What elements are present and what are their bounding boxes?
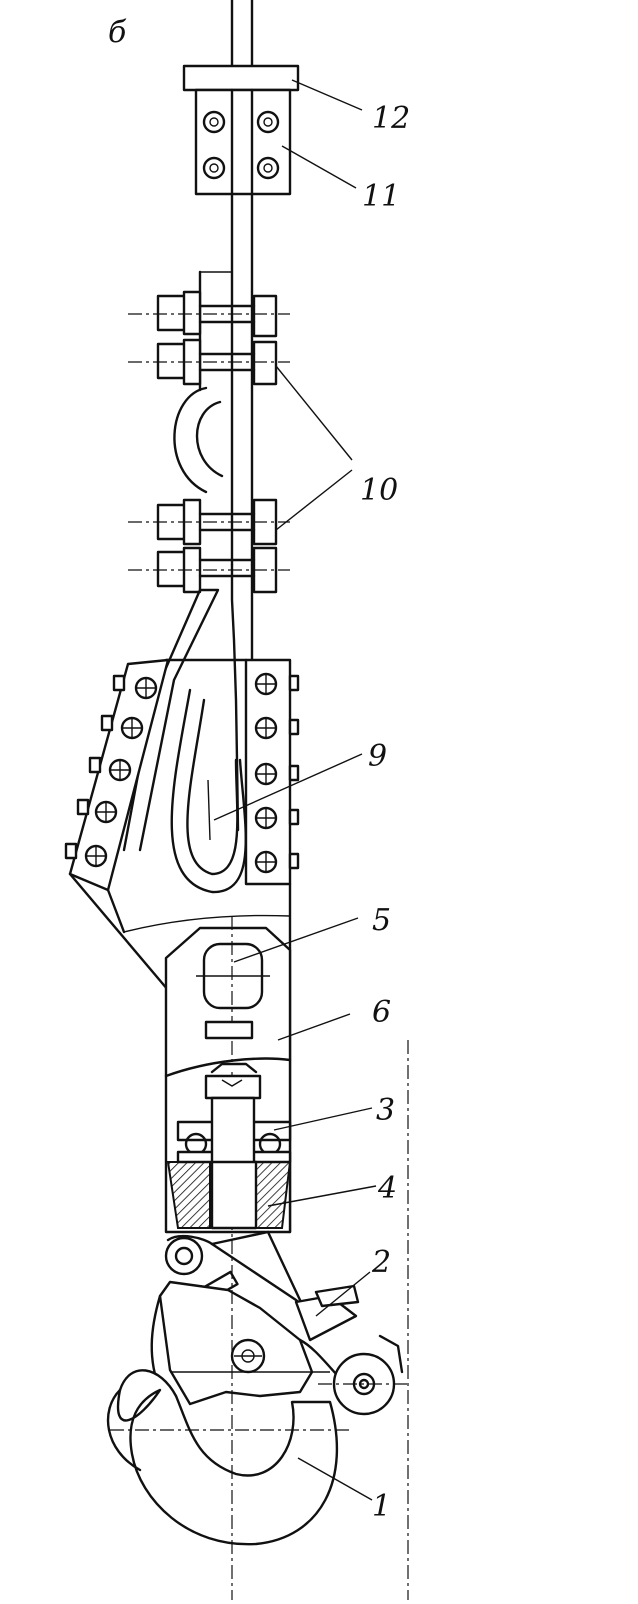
callout-3: 3 [376, 1093, 395, 1128]
figure-letter: б [108, 15, 127, 50]
bolt-icon [256, 156, 280, 180]
hook-traverse [164, 916, 292, 1240]
hook [106, 1240, 350, 1600]
callout-11: 11 [362, 179, 400, 214]
callout-5: 5 [372, 903, 391, 938]
callout-12: 12 [372, 101, 410, 136]
bolt-icon [202, 110, 226, 134]
callout-4: 4 [377, 1171, 397, 1206]
callout-2: 2 [371, 1245, 391, 1280]
rope-clips-upper [128, 270, 290, 392]
callout-6: 6 [372, 995, 391, 1030]
rope-clips-lower [128, 498, 290, 594]
cap-plate [182, 64, 300, 92]
bolt-icon [256, 110, 280, 134]
callout-1: 1 [372, 1489, 391, 1524]
callout-9: 9 [368, 739, 387, 774]
leader-lines [213, 79, 377, 1501]
bolt-icon [202, 156, 226, 180]
rope-clamp [194, 88, 292, 196]
wedge-socket [64, 658, 300, 894]
callout-10: 10 [360, 473, 398, 508]
rope-thimble-bend [173, 386, 224, 494]
